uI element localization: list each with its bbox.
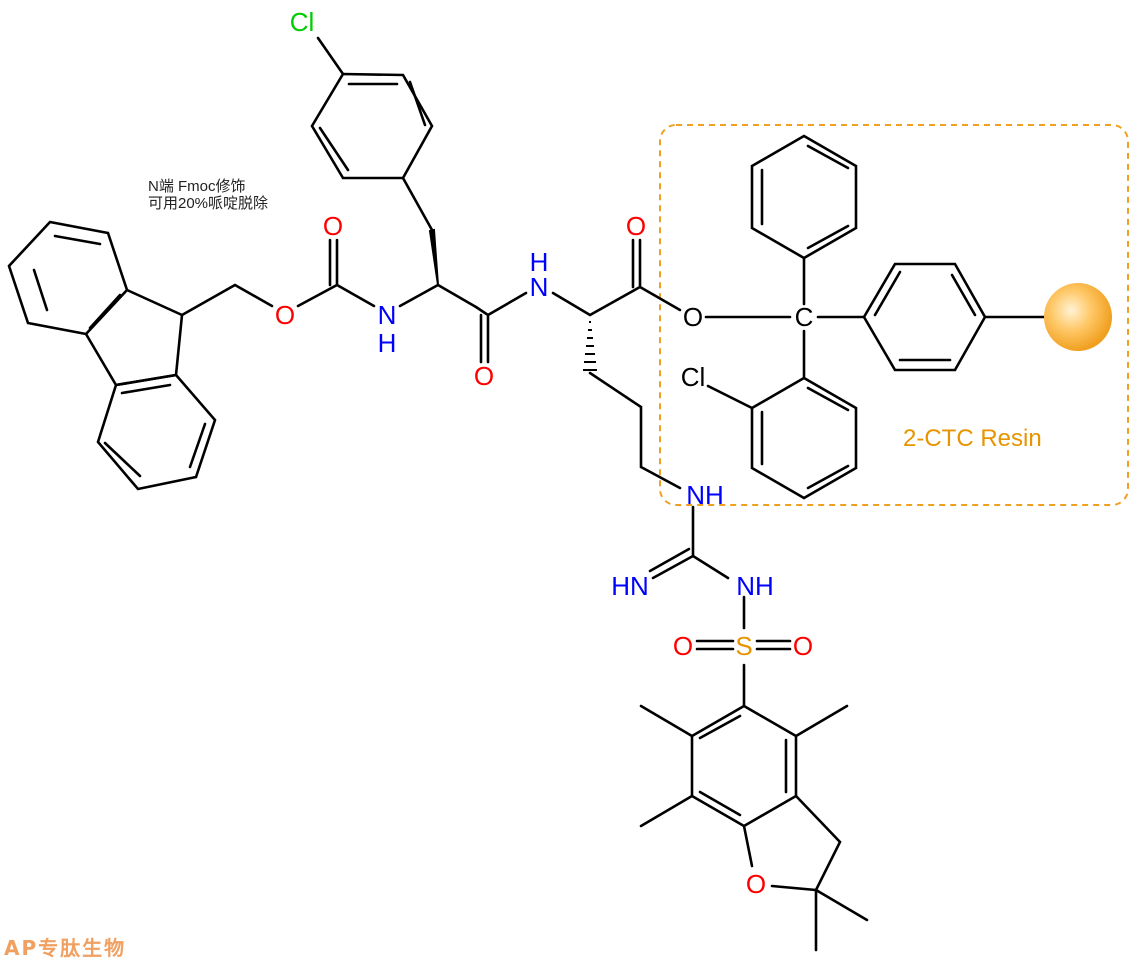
company-logo: AP专肽生物	[4, 936, 127, 960]
pbf-guanidine	[639, 505, 869, 952]
hashed-wedge-bond	[583, 321, 597, 371]
atom-o: O	[746, 869, 766, 899]
arginine-backbone	[551, 238, 792, 490]
atom-c: C	[795, 302, 814, 332]
atom-cl: Cl	[290, 7, 315, 37]
atom-o: O	[275, 300, 295, 330]
atom-n: N	[530, 272, 549, 302]
carbamate-and-cl-phe	[296, 36, 528, 364]
atom-o: O	[673, 631, 693, 661]
atom-o: O	[793, 631, 813, 661]
fmoc-annotation: N端 Fmoc修饰 可用20%哌啶脱除	[148, 178, 268, 212]
atom-o: O	[683, 302, 703, 332]
atom-s: S	[735, 631, 752, 661]
fluorene-group	[7, 220, 274, 491]
atom-o: O	[323, 211, 343, 241]
atom-o: O	[626, 211, 646, 241]
trityl-group	[706, 134, 1047, 500]
atom-o: O	[474, 361, 494, 391]
annotation-line-2: 可用20%哌啶脱除	[148, 195, 269, 212]
resin-label: 2-CTC Resin	[903, 425, 1042, 452]
resin-box	[659, 124, 1129, 506]
atom-cl: Cl	[681, 362, 706, 392]
atom-nh: NH	[736, 571, 774, 601]
atom-nh: NH	[686, 480, 724, 510]
annotation-line-1: N端 Fmoc修饰	[148, 178, 246, 195]
atom-h: H	[378, 328, 397, 358]
atom-hn: HN	[611, 571, 649, 601]
atom-n: N	[378, 300, 397, 330]
atom-h: H	[530, 247, 549, 277]
wedge-bond	[428, 228, 439, 286]
resin-bead	[1044, 283, 1112, 351]
